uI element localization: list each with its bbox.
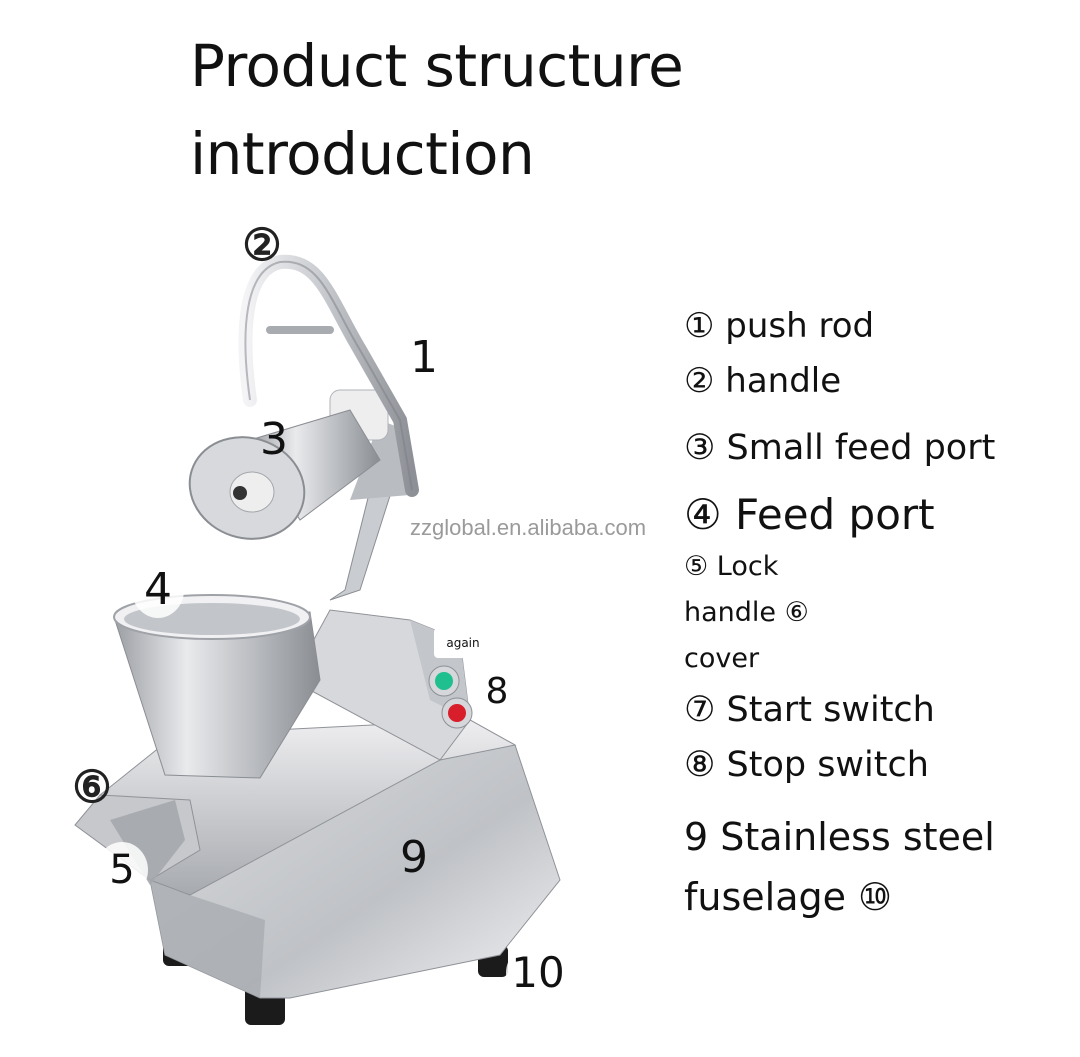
legend-cover: cover: [684, 643, 760, 674]
callout-10: 10: [506, 944, 570, 1002]
legend-start-switch: ⑦ Start switch: [684, 690, 935, 730]
legend-small-feed-port: ③ Small feed port: [684, 428, 996, 468]
vegetable-cutter-illustration: [74, 254, 561, 1025]
callout-6: ⑥: [72, 762, 112, 813]
base-front-panel: [150, 880, 265, 998]
callout-8: 8: [472, 666, 522, 718]
legend-fuselage: fuselage ⑩: [684, 875, 893, 919]
callout-5: 5: [96, 842, 148, 898]
title-line-1: Product structure: [190, 32, 684, 100]
page-title: Product structure introduction: [190, 22, 810, 198]
watermark: zzglobal.en.alibaba.com: [410, 515, 647, 540]
stop-button: [448, 704, 466, 722]
legend-stop-switch: ⑧ Stop switch: [684, 745, 929, 785]
legend-push-rod: ① push rod: [684, 306, 875, 346]
legend-stainless-steel: 9 Stainless steel: [684, 815, 995, 859]
callout-1: 1: [398, 330, 450, 386]
legend-feed-port: ④ Feed port: [684, 490, 935, 539]
title-line-2: introduction: [190, 120, 535, 188]
legend-handle: ② handle: [684, 361, 842, 401]
callout-3: 3: [260, 414, 288, 465]
start-button: [435, 672, 453, 690]
legend-lock: ⑤ Lock: [684, 551, 779, 582]
lock-handle: [110, 800, 185, 885]
again-sticker: again: [434, 628, 492, 658]
callout-9: 9: [400, 832, 428, 883]
legend-handle-cover: handle ⑥: [684, 597, 809, 628]
callout-2: ②: [242, 220, 282, 271]
callout-4: 4: [132, 562, 184, 618]
